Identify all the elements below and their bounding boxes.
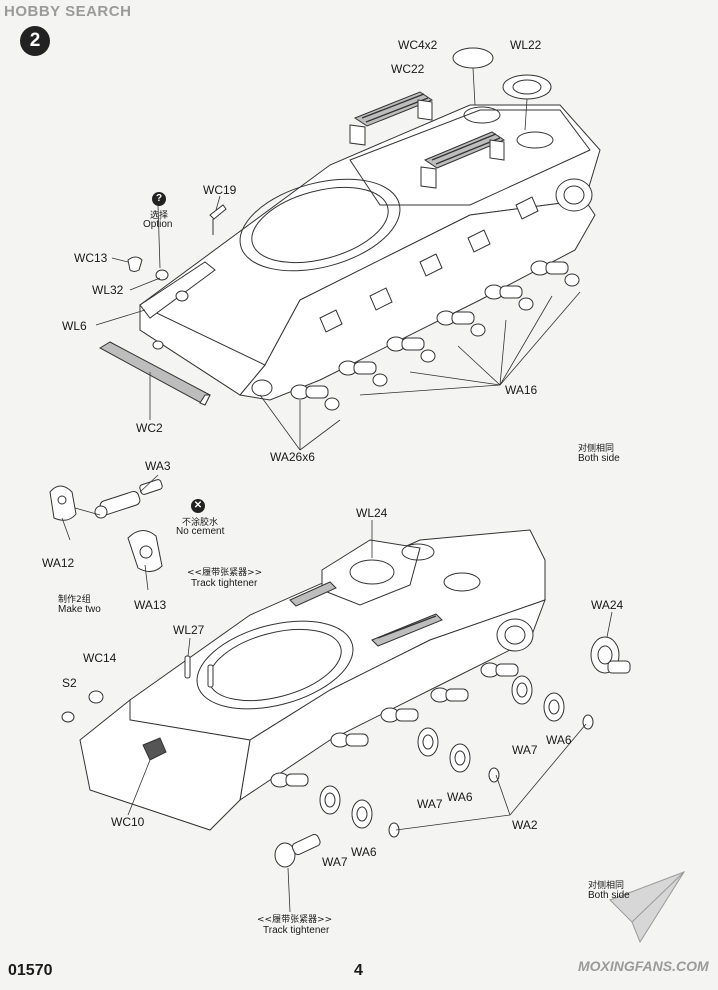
part-label-wa3: WA3 [145,459,171,473]
part-label-wc19: WC19 [203,183,237,197]
part-label-wa16: WA16 [505,383,538,397]
part-label-wc10: WC10 [111,815,145,829]
no-cement-label-cn: 不涂胶水 [182,518,219,528]
part-label-wc2: WC2 [136,421,163,435]
part-label-wc13: WC13 [74,251,108,265]
option-badge-icon: ? [152,192,166,206]
part-label-wc14: WC14 [83,651,117,665]
both-side-label-cn: 对侧相同 [578,444,615,454]
moxingfans-logo-graphic [609,871,686,944]
part-label-wa26x6: WA26x6 [270,450,315,464]
part-label-wa7-middle: WA7 [417,797,443,811]
part-label-wa24: WA24 [591,598,624,612]
track-tightener-label-en: Track tightener [263,925,330,936]
part-label-wa2: WA2 [512,818,538,832]
step-number-badge: 2 [20,26,50,56]
track-tightener-label-cn: <<履带张紧器>> [257,915,333,925]
part-label-wa6-middle: WA6 [447,790,473,804]
part-label-wl32: WL32 [92,283,124,297]
option-label-cn: 选择 [150,211,169,221]
part-label-wl27: WL27 [173,623,205,637]
make-two-label-cn: 制作2组 [58,595,91,605]
kit-code: 01570 [8,962,53,979]
both-side-label-cn-bottom: 对侧相同 [588,881,625,891]
part-label-wa6-left: WA6 [351,845,377,859]
track-tightener-drawing [49,474,163,591]
part-label-wl6: WL6 [62,319,87,333]
part-label-wc4x2: WC4x2 [398,38,438,52]
upper-hull-drawing [95,47,601,451]
part-label-s2: S2 [62,676,77,690]
part-label-wa7-right: WA7 [512,743,538,757]
page-number: 4 [354,962,363,979]
track-tightener-title-cn: <<履带张紧器>> [187,568,263,578]
part-label-wa7-left: WA7 [322,855,348,869]
part-label-wa6-right: WA6 [546,733,572,747]
track-tightener-title-en: Track tightener [191,578,258,589]
no-cement-icon: ✕ [191,499,205,513]
make-two-label-en: Make two [58,604,101,615]
part-label-wl24: WL24 [356,506,388,520]
part-label-wl22: WL22 [510,38,542,52]
both-side-label-en-bottom: Both side [588,890,630,901]
part-label-wc22: WC22 [391,62,425,76]
part-label-wa13: WA13 [134,598,167,612]
part-label-wa12: WA12 [42,556,75,570]
moxingfans-watermark: MOXINGFANS.COM [578,958,709,974]
hobby-search-watermark: HOBBY SEARCH [4,3,132,20]
option-label-en: Option [143,219,173,230]
both-side-label-en: Both side [578,453,620,464]
no-cement-label-en: No cement [176,526,225,537]
lower-hull-drawing [61,520,631,913]
